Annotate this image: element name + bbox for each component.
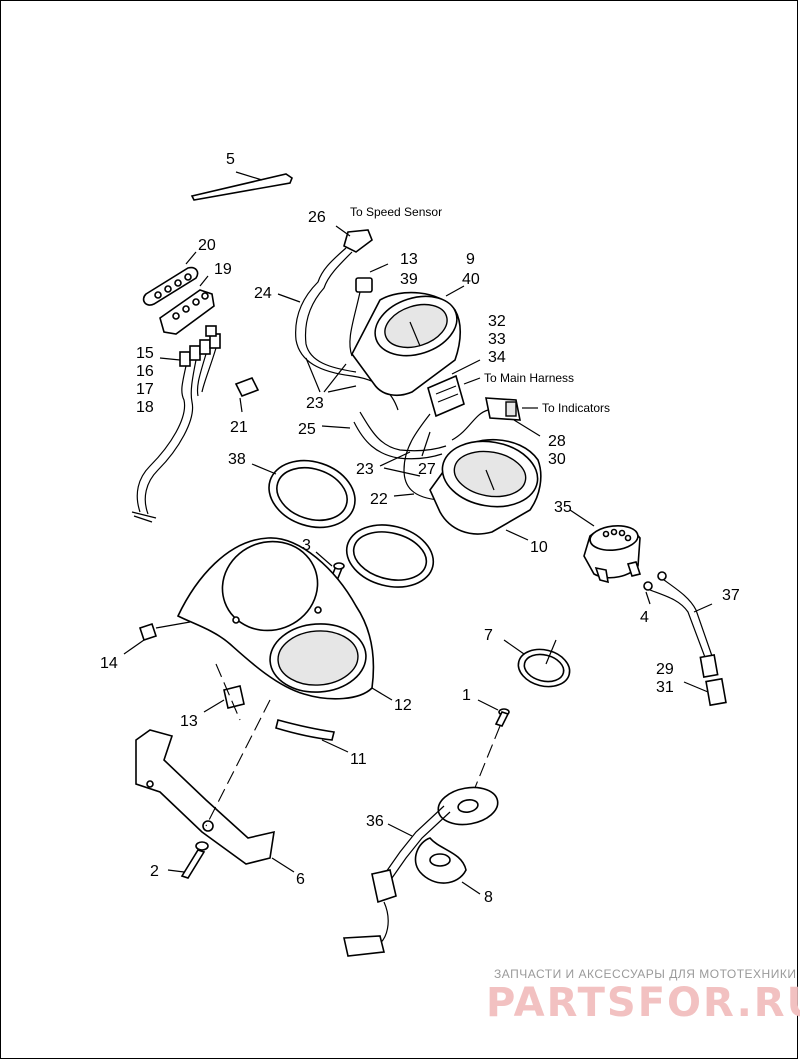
callout-27: 27 (418, 461, 436, 478)
callout-2: 2 (150, 863, 159, 880)
part-13-lower-connector (203, 663, 245, 721)
part-14-plug (123, 621, 191, 655)
part-2-screw (167, 841, 209, 879)
part-10-tachometer (429, 438, 542, 541)
part-22-leader (393, 493, 415, 497)
part-1-screw (469, 699, 510, 801)
part-7-ring (503, 639, 571, 688)
callout-40: 40 (462, 271, 480, 288)
callout-26: 26 (308, 209, 326, 226)
callout-31: 31 (656, 679, 674, 696)
callout-23-upper: 23 (306, 395, 324, 412)
callout-16: 16 (136, 363, 154, 380)
annotation-labels: To Speed Sensor To Main Harness To Indic… (350, 205, 610, 415)
callout-labels: 5 26 20 19 13 39 9 40 24 32 33 34 15 16 … (100, 151, 740, 906)
part-gasket-ring-10 (345, 524, 435, 588)
callout-15: 15 (136, 345, 154, 362)
part-38-gasket (251, 459, 356, 529)
part-15-18-terminals-wire (131, 325, 221, 523)
part-12-console-housing (176, 537, 393, 701)
part-32-33-34-main-connector (403, 359, 481, 501)
callout-7: 7 (484, 627, 493, 644)
callout-10: 10 (530, 539, 548, 556)
callout-17: 17 (136, 381, 154, 398)
callout-39: 39 (400, 271, 418, 288)
callout-34: 34 (488, 349, 506, 366)
callout-13-upper: 13 (400, 251, 418, 268)
part-23-leaders (305, 357, 421, 477)
callout-28: 28 (548, 433, 566, 450)
callout-3: 3 (302, 537, 311, 554)
callout-12: 12 (394, 697, 412, 714)
callout-22: 22 (370, 491, 388, 508)
callout-1: 1 (462, 687, 471, 704)
part-21-clip (234, 376, 260, 413)
part-25-harness (321, 411, 447, 460)
watermark-logo: PARTSFOR.RU (486, 980, 800, 1026)
callout-18: 18 (136, 399, 154, 416)
label-to-main-harness: To Main Harness (484, 371, 574, 385)
part-35-indicator-lamp (569, 509, 642, 584)
callout-13-lower: 13 (180, 713, 198, 730)
part-13-39-connector (349, 263, 389, 357)
callout-29: 29 (656, 661, 674, 678)
part-5-cable-strap (190, 171, 293, 201)
callout-11: 11 (350, 751, 367, 768)
part-36-8-fuel-sender (343, 786, 499, 957)
callout-36: 36 (366, 813, 384, 830)
label-to-indicators: To Indicators (542, 401, 610, 415)
callout-21: 21 (230, 419, 248, 436)
callout-14: 14 (100, 655, 118, 672)
callout-8: 8 (484, 889, 493, 906)
part-27-leader (421, 431, 431, 457)
part-28-30-indicator-connector (451, 397, 541, 441)
callout-37: 37 (722, 587, 740, 604)
part-37-4-29-31-lamp-harness (643, 571, 727, 707)
callout-5: 5 (226, 151, 235, 168)
callout-35: 35 (554, 499, 572, 516)
callout-32: 32 (488, 313, 506, 330)
watermark: ЗАПЧАСТИ И АКСЕССУАРЫ ДЛЯ МОТОТЕХНИКИ PA… (486, 967, 800, 1026)
callout-9: 9 (466, 251, 475, 268)
callout-33: 33 (488, 331, 506, 348)
part-19-20-grommets (142, 251, 215, 335)
part-9-40-speedometer (351, 285, 465, 397)
callout-30: 30 (548, 451, 566, 468)
callout-24: 24 (254, 285, 272, 302)
label-to-speed-sensor: To Speed Sensor (350, 205, 442, 219)
part-6-mounting-bracket (135, 699, 295, 873)
callout-25: 25 (298, 421, 316, 438)
callout-6: 6 (296, 871, 305, 888)
callout-4: 4 (640, 609, 649, 626)
callout-19: 19 (214, 261, 232, 278)
part-11-trim-strip (275, 719, 349, 753)
callout-23-lower: 23 (356, 461, 374, 478)
callout-20: 20 (198, 237, 216, 254)
callout-38: 38 (228, 451, 246, 468)
watermark-caption: ЗАПЧАСТИ И АКСЕССУАРЫ ДЛЯ МОТОТЕХНИКИ (494, 967, 796, 981)
